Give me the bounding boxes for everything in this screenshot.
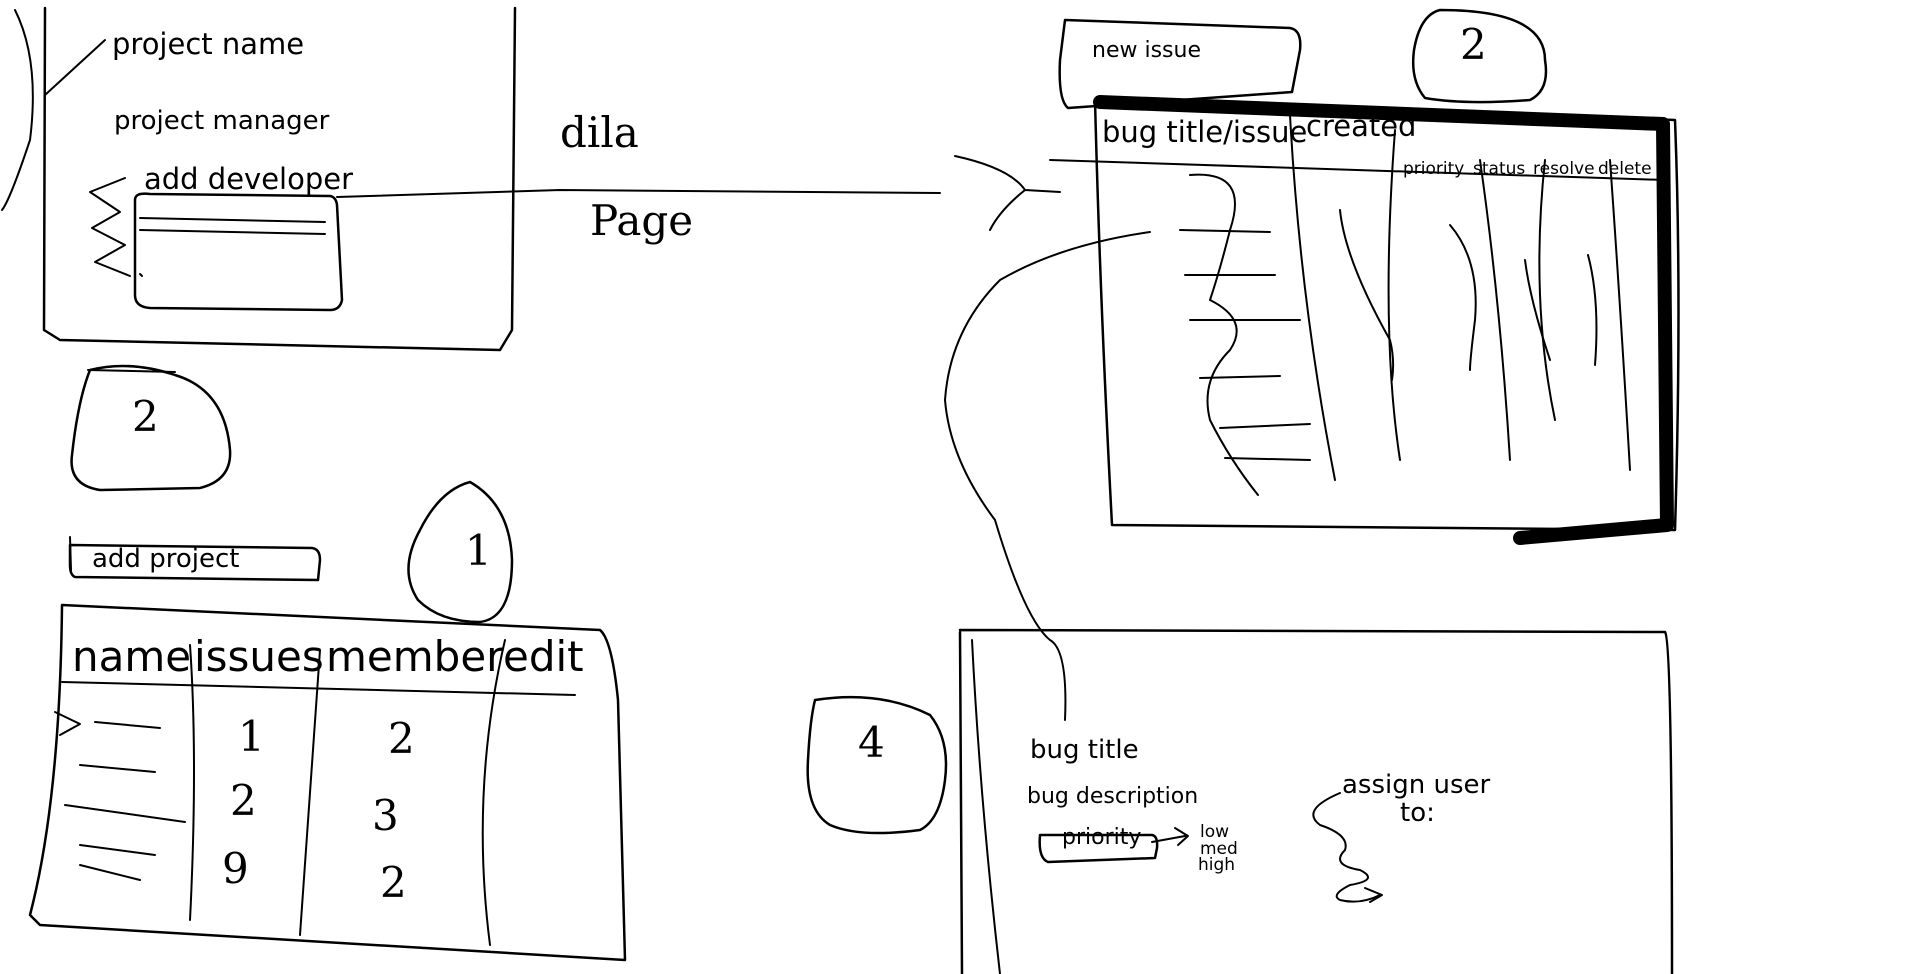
issues-panel-frame: [1093, 98, 1680, 532]
priority-box: [1038, 833, 1159, 864]
issue-row-line: [1199, 375, 1281, 379]
issues-count: 2: [230, 776, 257, 825]
projects-table-frame: [28, 603, 627, 962]
issue-row-line: [1224, 457, 1311, 461]
developer-line: [139, 273, 143, 277]
add-developer-label: add developer: [144, 162, 354, 196]
row-pointer: [54, 711, 81, 736]
issues-col-divider: [1289, 114, 1336, 481]
priority-option[interactable]: med: [1200, 839, 1238, 859]
issues-col-divider: [1387, 129, 1401, 461]
row-line: [79, 844, 156, 856]
member-count: 2: [380, 858, 407, 907]
developer-line: [139, 229, 326, 235]
col-header-issues: issues: [194, 632, 324, 681]
badge-number-2: 2: [1460, 20, 1487, 69]
new-issue-button[interactable]: new issue: [1092, 38, 1201, 63]
developer-list-box: [133, 192, 344, 312]
badge-circle-2: [1411, 8, 1548, 104]
priority-arrow: [1151, 827, 1189, 846]
issues-col-scribble: [1524, 259, 1551, 361]
left-outer-curve: [1, 9, 34, 211]
row-line: [79, 864, 141, 881]
priority-option[interactable]: low: [1200, 822, 1230, 842]
issues-col-divider: [1479, 159, 1511, 461]
issues-scribble: [1189, 173, 1259, 496]
priority-option[interactable]: high: [1198, 855, 1236, 875]
issues-col-scribble: [1449, 224, 1477, 371]
new-issue-button-box: [1058, 18, 1302, 110]
col-header-delete[interactable]: delete: [1598, 159, 1652, 179]
col-header-edit[interactable]: edit: [503, 632, 584, 681]
add-project-input[interactable]: add project: [92, 544, 240, 574]
developer-line: [139, 217, 326, 223]
member-count: 2: [388, 714, 415, 763]
table-header-underline: [61, 681, 576, 696]
row-line: [64, 804, 186, 823]
table-col-divider: [299, 649, 321, 936]
issues-count: 9: [222, 844, 249, 893]
add-project-cursor: [69, 536, 72, 571]
col-header-member: member: [326, 632, 504, 681]
badge-number-1: 1: [465, 526, 492, 575]
col-header-created: created: [1306, 109, 1417, 143]
member-count: 3: [372, 791, 399, 840]
badge-circle-1: [407, 480, 514, 624]
project-name-label: project name: [112, 27, 305, 61]
bug-description-field[interactable]: bug description: [1027, 784, 1199, 809]
link-label-line2: Page: [590, 196, 694, 245]
col-header-status: status: [1473, 159, 1526, 179]
issues-count: 1: [238, 712, 265, 761]
assign-user-arrow: [1364, 887, 1383, 903]
row-line: [79, 764, 156, 773]
badge-top-stroke-left: [87, 369, 176, 373]
table-col-divider: [481, 639, 506, 946]
issue-row-line: [1179, 229, 1271, 233]
developer-bracket: [89, 177, 131, 277]
priority-select[interactable]: priority: [1062, 825, 1142, 850]
bug-form-inner-edge: [971, 639, 1001, 974]
project-name-pointer: [44, 39, 106, 96]
col-header-priority: priority: [1403, 159, 1465, 179]
issues-panel-shadow: [1093, 95, 1674, 545]
link-arrow-line: [336, 189, 941, 198]
bug-title-field[interactable]: bug title: [1030, 735, 1139, 765]
project-manager-label: project manager: [114, 106, 330, 136]
badge-number-4: 4: [858, 718, 885, 767]
col-header-resolve[interactable]: resolve: [1533, 159, 1595, 179]
link-label-line1: dila: [560, 108, 639, 157]
issues-col-scribble: [1587, 254, 1598, 366]
issues-to-form-connector: [944, 231, 1151, 721]
badge-number-left: 2: [132, 392, 159, 441]
col-header-bug-title: bug title/issue: [1102, 115, 1308, 149]
project-panel-frame: [42, 6, 517, 352]
assign-user-scribble: [1312, 792, 1381, 903]
issues-col-scribble: [1339, 209, 1395, 381]
issues-col-divider: [1538, 159, 1556, 421]
issue-row-line: [1219, 423, 1311, 429]
issues-col-divider: [1609, 159, 1631, 471]
assign-user-label: assign user: [1342, 770, 1491, 800]
table-col-divider: [189, 644, 195, 921]
badge-circle-4: [806, 695, 948, 835]
assign-user-to-label: to:: [1400, 798, 1435, 828]
bug-form-frame: [958, 628, 1674, 974]
issues-header-underline: [1049, 159, 1666, 181]
link-arrow-head: [954, 155, 1061, 231]
col-header-name: name: [72, 632, 192, 681]
row-line: [94, 721, 161, 729]
